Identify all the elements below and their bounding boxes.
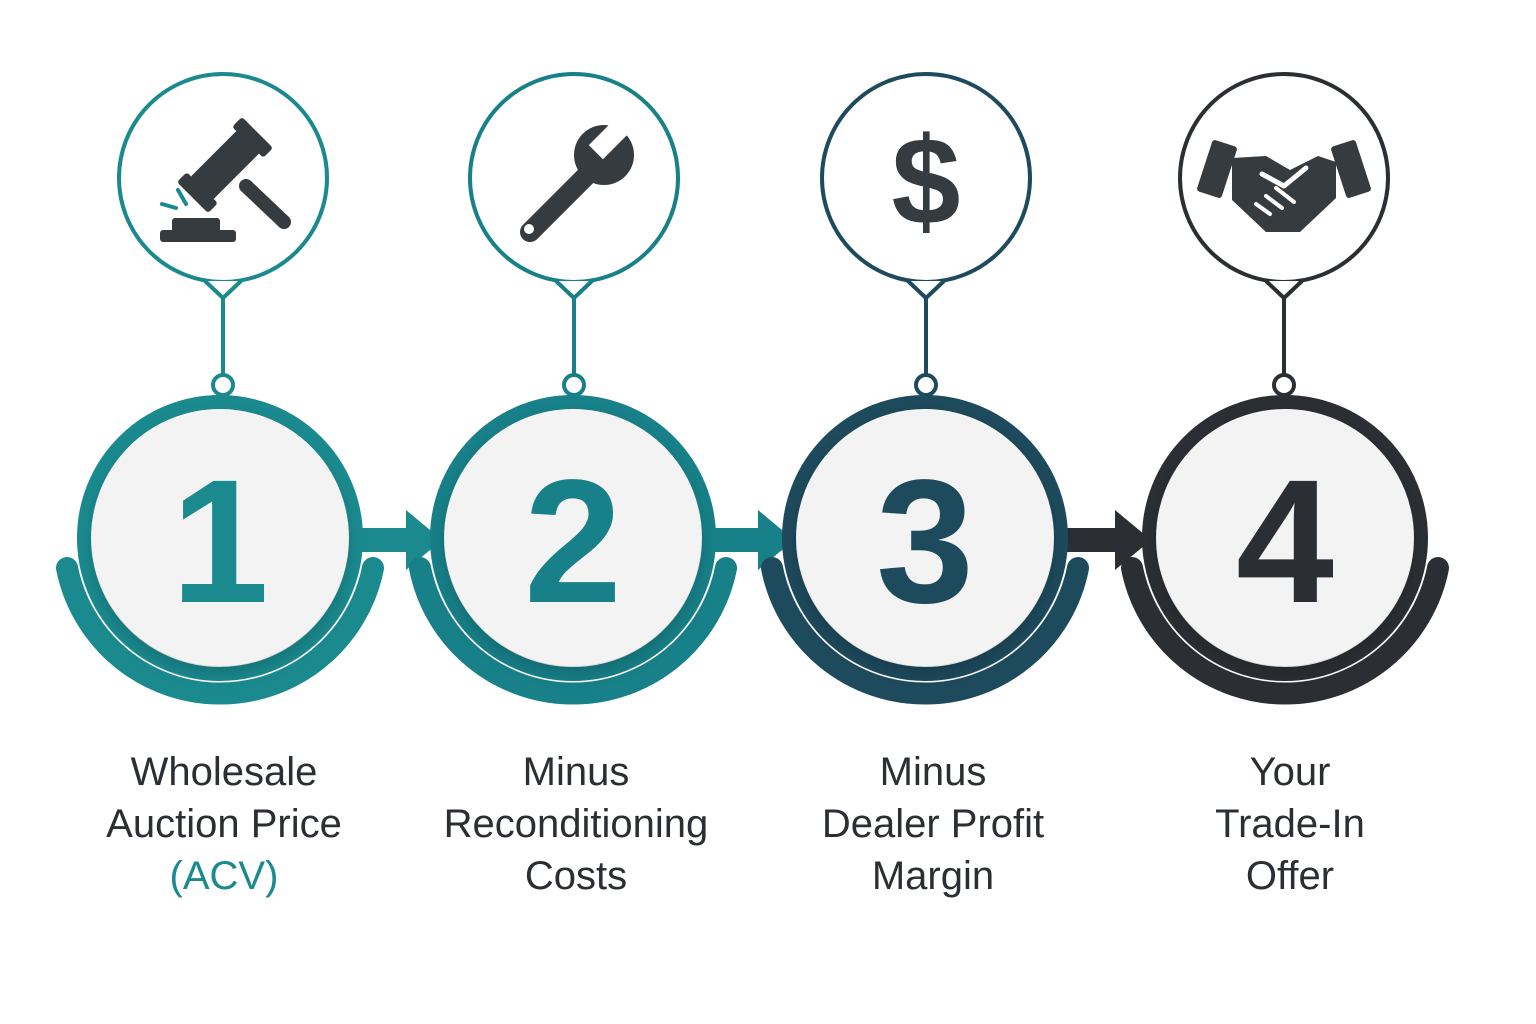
step-2-label-line-1: Minus: [522, 750, 630, 794]
step-4-number: 4: [1236, 444, 1334, 640]
wrench-icon: [520, 116, 634, 242]
step-3-label-line-3: Margin: [871, 854, 995, 898]
arrow-2-to-3: [704, 510, 794, 570]
step-1-disc: [92, 410, 348, 666]
step-2-label-line-2: Reconditioning: [443, 802, 709, 846]
step-4-disc: [1157, 410, 1413, 666]
step-1: 1: [56, 72, 384, 705]
step-1-label-line-2: Auction Price: [106, 802, 342, 846]
step-1-label-line-1: Wholesale: [130, 750, 318, 794]
step-4-label-line-1: Your: [1249, 750, 1331, 794]
handshake-icon: [1197, 140, 1371, 232]
step-1-label: Wholesale Auction Price (ACV): [54, 746, 394, 902]
step-1-number: 1: [171, 444, 269, 640]
step-3-number: 3: [876, 444, 974, 640]
step-2-number: 2: [524, 444, 622, 640]
step-2-label: Minus Reconditioning Costs: [406, 746, 746, 902]
step-2-disc: [445, 410, 701, 666]
step-3-label: Minus Dealer Profit Margin: [763, 746, 1103, 902]
step-2-label-line-3: Costs: [524, 854, 628, 898]
step-4-label: Your Trade-In Offer: [1120, 746, 1460, 902]
step-1-label-highlight: (ACV): [169, 854, 279, 898]
step-3-label-line-1: Minus: [879, 750, 987, 794]
step-2: 2: [409, 72, 737, 705]
step-3-label-line-2: Dealer Profit: [821, 802, 1045, 846]
step-4-label-line-3: Offer: [1245, 854, 1335, 898]
step-3-disc: [797, 410, 1053, 666]
step-4-label-line-2: Trade-In: [1215, 802, 1365, 846]
dollar-icon: $: [892, 113, 961, 251]
step-4: 4: [1121, 72, 1449, 705]
gavel-icon: [160, 118, 291, 242]
step-3: $ 3: [761, 72, 1089, 705]
